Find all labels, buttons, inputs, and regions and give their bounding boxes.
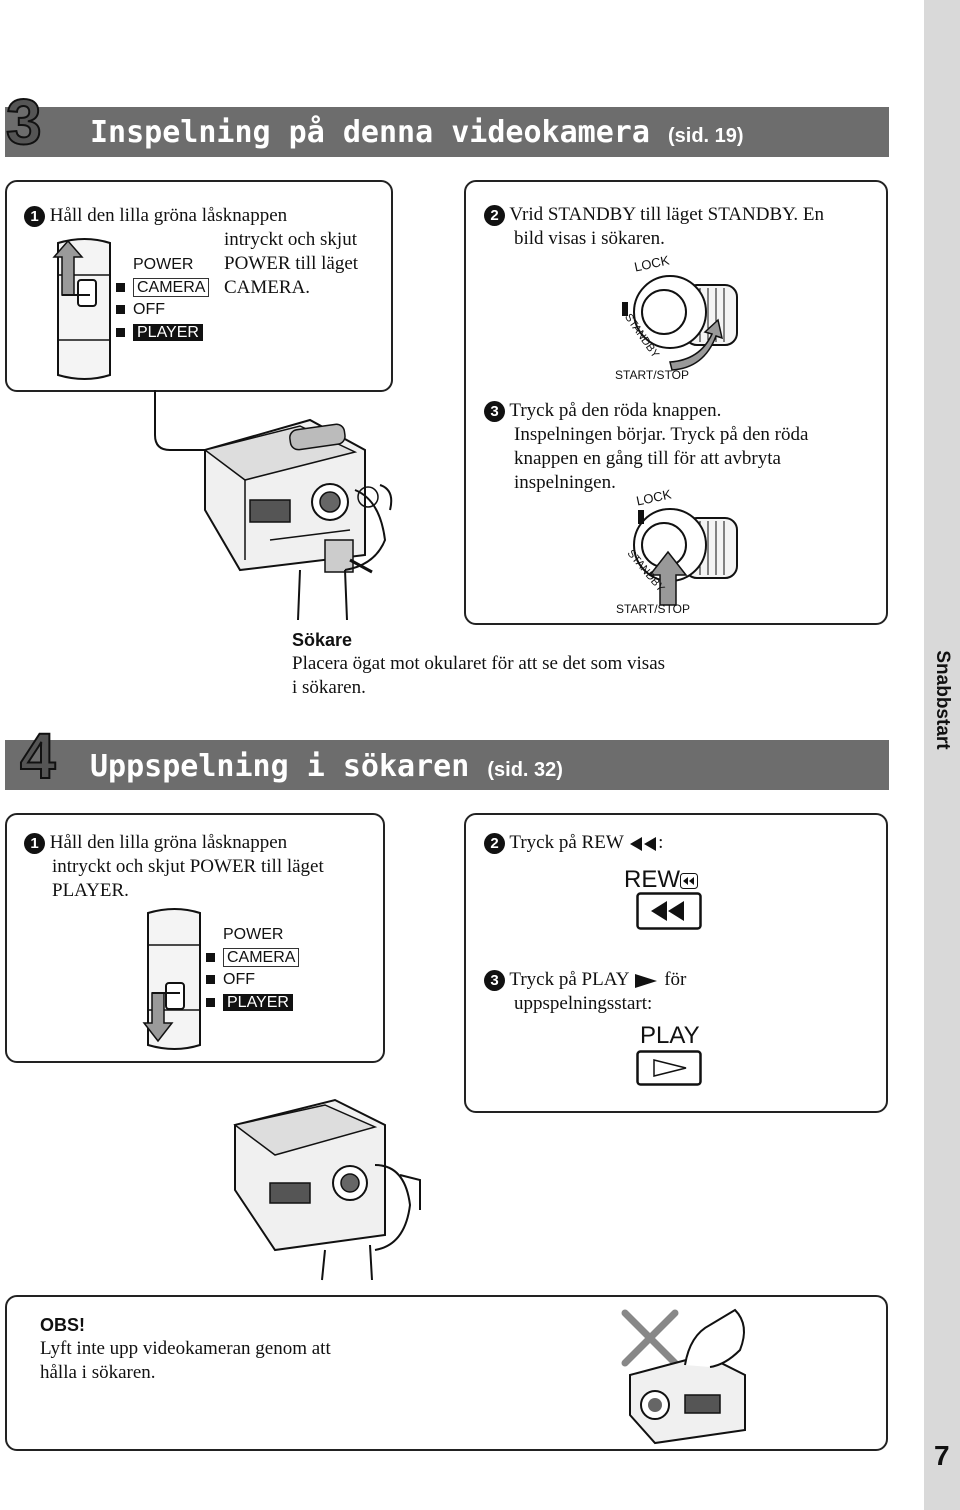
s4-step2-colon: : (658, 832, 664, 853)
player-mode-label: PLAYER (133, 323, 203, 341)
power-label: POWER (133, 256, 194, 273)
section4-step1-text: 1 Håll den lilla gröna låsknappen intryc… (24, 831, 324, 903)
rew-button-label: REW (624, 866, 680, 893)
square-bullet-icon (116, 327, 125, 337)
side-tab-label: Snabbstart (932, 650, 953, 750)
s4-step3-after: för (664, 969, 687, 990)
step1-line1: Håll den lilla gröna låsknappen (49, 205, 288, 226)
side-margin-strip (924, 0, 960, 1510)
section3-title-text: Inspelning på denna videokamera (90, 115, 650, 150)
section4-number: 4 (19, 720, 57, 792)
section3-header-bar (5, 107, 889, 157)
section3-title: Inspelning på denna videokamera (sid. 19… (90, 115, 744, 150)
viewfinder-line2: i sökaren. (292, 677, 366, 698)
step2-line2: bild visas i sökaren. (514, 228, 665, 249)
power-label: POWER (223, 926, 284, 943)
note-line2: hålla i sökaren. (40, 1362, 156, 1383)
square-bullet-icon (116, 305, 125, 315)
step-number-badge: 1 (24, 833, 45, 854)
step1-line2: intryckt och skjut (224, 229, 357, 250)
off-mode-label: OFF (223, 971, 255, 988)
square-bullet-icon (206, 975, 215, 985)
step-number-badge: 2 (484, 833, 505, 854)
s4-step3-label: Tryck på PLAY (509, 969, 629, 990)
player-mode-label: PLAYER (223, 993, 293, 1011)
power-switch-down-illustration (142, 908, 201, 1050)
camcorder-playback-illustration (233, 1098, 421, 1281)
section3-step2-text: 2 Vrid STANDBY till läget STANDBY. En bi… (484, 203, 824, 251)
section4-title: Uppspelning i sökaren (sid. 32) (90, 749, 563, 784)
step2-line1: Vrid STANDBY till läget STANDBY. En (509, 204, 825, 225)
play-button[interactable] (636, 1050, 702, 1086)
prohibited-lift-illustration (621, 1308, 746, 1445)
section3-step3-text: 3 Tryck på den röda knappen. Inspelninge… (484, 399, 808, 495)
note-text: OBS! Lyft inte upp videokameran genom at… (40, 1313, 331, 1385)
play-icon (635, 973, 658, 988)
off-mode-label: OFF (133, 301, 165, 318)
section3-number: 3 (5, 86, 43, 158)
note-title: OBS! (40, 1315, 85, 1335)
viewfinder-caption: Sökare Placera ögat mot okularet för att… (292, 628, 665, 700)
side-tab: Snabbstart (924, 640, 960, 760)
step3-line2: Inspelningen börjar. Tryck på den röda (514, 424, 809, 445)
viewfinder-line1: Placera ögat mot okularet för att se det… (292, 653, 666, 674)
section4-page-ref: (sid. 32) (487, 759, 563, 781)
power-switch-labels: POWER CAMERA OFF PLAYER (116, 254, 210, 344)
step1-line4: CAMERA. (224, 277, 311, 298)
s4-step2-label: Tryck på REW (509, 832, 624, 853)
step-number-badge: 3 (484, 970, 505, 991)
s4-step1-line2: intryckt och skjut POWER till läget (52, 856, 324, 877)
section3-step1-text-cont: intryckt och skjut POWER till läget CAME… (224, 228, 358, 300)
section4-step2-text: 2 Tryck på REW : (484, 831, 663, 855)
s4-step3-line2: uppspelningsstart: (514, 993, 653, 1014)
s4-step1-line1: Håll den lilla gröna låsknappen (49, 832, 288, 853)
note-line1: Lyft inte upp videokameran genom att (40, 1338, 331, 1359)
section3-page-ref: (sid. 19) (667, 125, 744, 147)
power-switch-up-illustration (52, 238, 111, 380)
section4-header-bar (5, 740, 889, 790)
standby-dial-turn-illustration (622, 275, 738, 371)
power-switch-labels-2: POWER CAMERA OFF PLAYER (206, 924, 300, 1014)
step-number-badge: 2 (484, 205, 505, 226)
viewfinder-title: Sökare (292, 630, 353, 650)
step3-line3: knappen en gång till för att avbryta (514, 448, 781, 469)
square-bullet-icon (206, 952, 215, 962)
s4-step1-line3: PLAYER. (52, 880, 129, 901)
step-number-badge: 1 (24, 206, 45, 227)
step3-line4: inspelningen. (514, 472, 616, 493)
start-stop-press-illustration (633, 508, 738, 606)
square-bullet-icon (206, 997, 215, 1007)
section4-title-text: Uppspelning i sökaren (90, 749, 470, 784)
section4-step3-text: 3 Tryck på PLAY för uppspelningsstart: (484, 968, 686, 1016)
step-number-badge: 3 (484, 401, 505, 422)
section3-step1-text: 1 Håll den lilla gröna låsknappen (24, 204, 287, 228)
start-stop-label-2: START/STOP (616, 602, 691, 616)
rewind-small-icon (680, 872, 698, 889)
camera-mode-label: CAMERA (223, 947, 300, 967)
page-number: 7 (934, 1440, 950, 1471)
start-stop-label: START/STOP (615, 368, 690, 382)
camcorder-illustration (154, 390, 393, 621)
step1-line3: POWER till läget (224, 253, 359, 274)
play-button-caption: PLAY (640, 1022, 700, 1049)
step3-line1: Tryck på den röda knappen. (509, 400, 722, 421)
rew-button-caption: REW (624, 866, 698, 894)
camera-mode-label: CAMERA (133, 277, 210, 297)
rewind-icon (630, 836, 657, 851)
square-bullet-icon (116, 282, 125, 292)
rew-button[interactable] (636, 892, 702, 930)
